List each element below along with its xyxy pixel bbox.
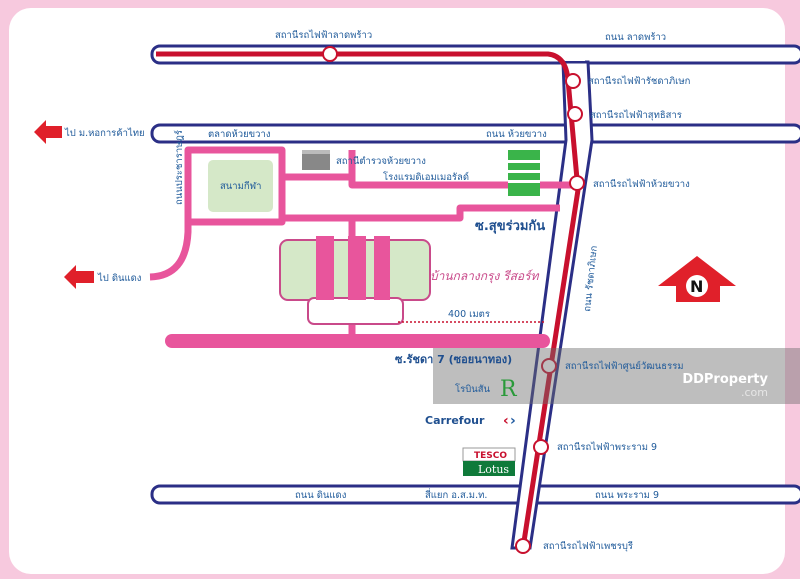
station-label[interactable]: สถานีรถไฟฟ้าสุทธิสาร: [590, 109, 682, 121]
road-label: ถนน ลาดพร้าว: [605, 32, 666, 43]
carrefour-logo: Carrefour: [425, 414, 485, 427]
road-label: ตลาดห้วยขวาง: [208, 129, 270, 140]
svg-text:›: ›: [510, 413, 516, 429]
station-label[interactable]: สถานีรถไฟฟ้าพระราม 9: [557, 441, 657, 453]
station-icon: [533, 439, 549, 455]
place-label: โรงแรมดิเอมเมอรัลด์: [383, 171, 469, 183]
robinson-logo: R: [500, 377, 518, 402]
station-label[interactable]: สถานีรถไฟฟ้าห้วยขวาง: [593, 178, 690, 190]
direction-label[interactable]: ไป ม.หอการค้าไทย: [64, 127, 145, 139]
station-icon: [569, 175, 585, 191]
watermark-band: [433, 348, 800, 404]
stadium-area: [208, 160, 273, 212]
station-label[interactable]: สถานีรถไฟฟ้ารัชดาภิเษก: [588, 75, 691, 87]
road-rama9: [150, 484, 800, 505]
place-label: สถานีตำรวจห้วยขวาง: [336, 155, 426, 167]
police-building-icon: [302, 150, 330, 170]
distance-label: 400 เมตร: [448, 309, 490, 320]
road-label: ถนน ห้วยขวาง: [486, 129, 547, 140]
station-label[interactable]: สถานีรถไฟฟ้าเพชรบุรี: [543, 540, 633, 552]
north-label: N: [690, 277, 703, 296]
road-label: ถนน ดินแดง: [295, 490, 346, 501]
main-soi: [165, 334, 550, 348]
svg-text:TESCO: TESCO: [474, 451, 507, 461]
station-icon: [322, 46, 338, 62]
soi-label: ซ.รัชดา 7 (ซอยนาทอง): [395, 353, 512, 366]
station-label[interactable]: สถานีรถไฟฟ้าลาดพร้าว: [275, 29, 372, 41]
arrow-left-icon: [64, 265, 94, 289]
project-label: บ้านกลางกรุง รีสอร์ท: [430, 269, 540, 284]
direction-label[interactable]: ไป ดินแดง: [97, 272, 141, 284]
station-icon: [567, 106, 583, 122]
arrow-left-icon: [34, 120, 62, 144]
road-label: สี่แยก อ.ส.ม.ท.: [425, 488, 488, 501]
station-markers: [322, 46, 585, 554]
station-icon: [565, 73, 581, 89]
project-towers-icon: [316, 236, 390, 300]
road-label: ถนนประชาราษฎร์: [173, 130, 185, 205]
station-icon: [515, 538, 531, 554]
carrefour-icon: ‹: [503, 413, 509, 429]
soi-label: ซ.สุขร่วมกัน: [475, 219, 545, 234]
station-label[interactable]: สถานีรถไฟฟ้าศูนย์วัฒนธรรม: [565, 360, 684, 372]
lotus-logo: [463, 461, 515, 476]
road-huai-khwang: [150, 123, 800, 144]
soi-network: [149, 146, 580, 340]
hotel-building-icon: [508, 150, 540, 196]
road-label: ถนน พระราม 9: [595, 490, 659, 501]
place-label: โรบินสัน: [455, 383, 491, 395]
station-icon: [541, 358, 557, 374]
place-label: สนามกีฬา: [220, 180, 261, 192]
svg-text:Lotus: Lotus: [478, 463, 509, 476]
